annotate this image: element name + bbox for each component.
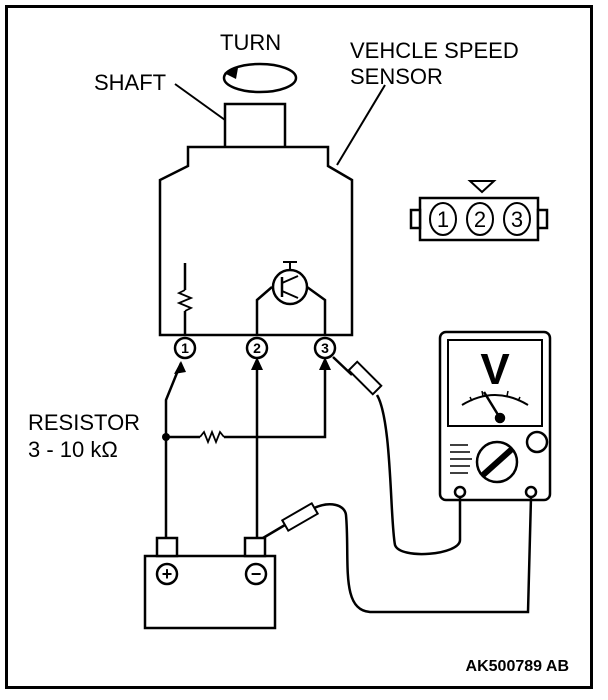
battery (143, 536, 277, 630)
battery-negative-label: − (251, 564, 262, 584)
test-probes (280, 360, 383, 533)
probe-battery-negative (280, 501, 320, 533)
connector-pin-2-label: 2 (474, 207, 486, 232)
sensor-shaft (223, 102, 287, 150)
battery-positive-post (155, 536, 179, 558)
connector (409, 180, 549, 242)
battery-negative-post (243, 536, 267, 558)
turn-label: TURN (220, 30, 281, 55)
connector-pin-1 (429, 202, 457, 236)
connector-latch-icon (467, 180, 497, 194)
battery-positive-label: + (162, 564, 173, 584)
meter-jack-left (453, 485, 467, 499)
resistor-label-line1: RESISTOR (28, 410, 140, 435)
leader-lines (174, 83, 386, 166)
terminal-1-label: 1 (181, 340, 189, 356)
circuit-wires (164, 356, 533, 614)
terminal-1 (173, 336, 197, 360)
sensor-label-line2: SENSOR (350, 64, 443, 89)
meter-scale (461, 394, 529, 406)
wire-arrowheads (174, 357, 331, 374)
junction-dot (162, 433, 170, 441)
resistor-label-line2: 3 - 10 kΩ (28, 437, 118, 462)
terminal-2-label: 2 (253, 340, 261, 356)
sensor-terminals: 1 2 3 (173, 336, 337, 360)
positive-terminal-icon (155, 562, 179, 586)
negative-terminal-icon (244, 562, 268, 586)
connector-pin-1-label: 1 (437, 207, 449, 232)
voltmeter-symbol: V (480, 345, 510, 394)
voltmeter (438, 330, 552, 502)
connector-pin-2 (466, 202, 494, 236)
figure-code: AK500789 AB (466, 658, 569, 675)
vehicle-speed-sensor (158, 102, 354, 337)
terminal-3-label: 3 (321, 340, 329, 356)
meter-adjust-knob (525, 430, 549, 454)
figure-border (5, 5, 593, 689)
transistor-symbol (271, 268, 309, 306)
connector-pin-3 (503, 202, 531, 236)
shaft-label: SHAFT (94, 70, 166, 95)
probe-pin3 (347, 360, 383, 396)
sensor-label-line1: VEHCLE SPEED (350, 38, 519, 63)
meter-jack-right (524, 485, 538, 499)
turn-arrow-icon (222, 62, 298, 94)
connector-pin-3-label: 3 (511, 207, 523, 232)
